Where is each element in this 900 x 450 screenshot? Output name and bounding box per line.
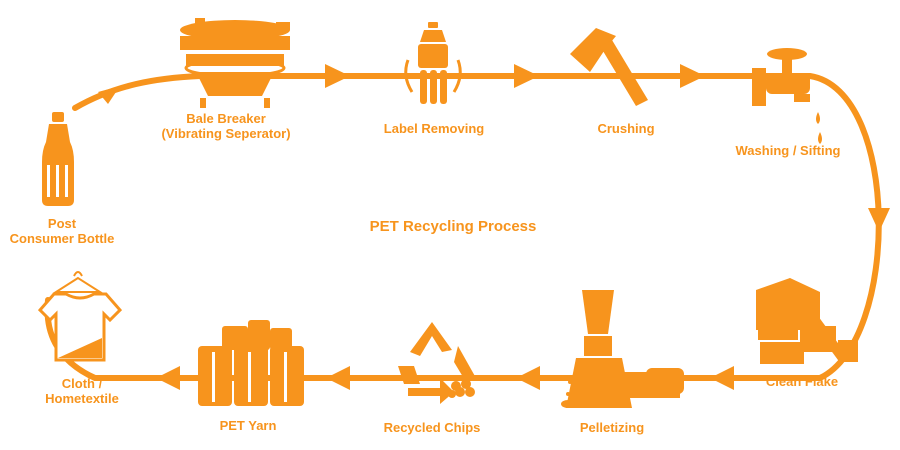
step-label-line: Washing / Sifting [735,143,841,158]
step-label-recycled-chips: Recycled Chips [384,420,481,435]
step-label-line: Consumer Bottle [9,231,115,246]
step-label-crushing: Crushing [597,121,654,136]
diagram-title: PET Recycling Process [369,218,537,235]
flow-arrow-2 [325,64,350,88]
vibrating-separator-icon [180,18,290,108]
flow-arrow-5 [868,208,890,232]
label-removing-icon [404,22,462,104]
tshirt-hanger-icon [37,271,123,362]
flake-machine-icon [756,278,858,364]
flow-arrow-1 [98,86,120,104]
step-label-pet-yarn: PET Yarn [220,418,277,433]
step-label-line: Hometextile [45,391,119,406]
step-label-line: Pelletizing [579,420,645,435]
bottle-icon [42,112,74,206]
flow-arrow-8 [326,366,350,390]
step-label-line: Label Removing [383,121,485,136]
recycle-chips-icon [398,322,476,404]
pelletizer-icon [561,290,684,408]
step-label-label-removing: Label Removing [384,121,484,136]
step-label-post-consumer-bottle: Post Consumer Bottle [10,216,115,246]
step-label-pelletizing: Pelletizing [580,420,644,435]
step-label-line: Bale Breaker [186,111,266,126]
flow-arrow-7 [516,366,540,390]
flow-arrow-4 [680,64,705,88]
flow-arrow-6 [710,366,734,390]
step-label-clean-flake: Clean Flake [766,374,838,389]
yarn-spools-icon [198,320,304,406]
step-label-line: (Vibrating Seperator) [161,126,291,141]
step-label-bale-breaker: Bale Breaker (Vibrating Seperator) [161,111,290,141]
step-label-line: PET Yarn [219,418,277,433]
hammer-icon [570,28,648,106]
faucet-icon [752,48,822,144]
flow-arrow-3 [514,64,539,88]
step-label-line: Clean Flake [765,374,839,389]
step-label-line: Recycled Chips [383,420,481,435]
step-label-cloth-hometextile: Cloth / Hometextile [45,376,119,406]
flow-arrow-9 [156,366,180,390]
step-label-washing-sifting: Washing / Sifting [736,143,841,158]
step-label-line: Cloth / [61,376,103,391]
step-label-line: Post [47,216,77,231]
step-label-line: Crushing [597,121,655,136]
